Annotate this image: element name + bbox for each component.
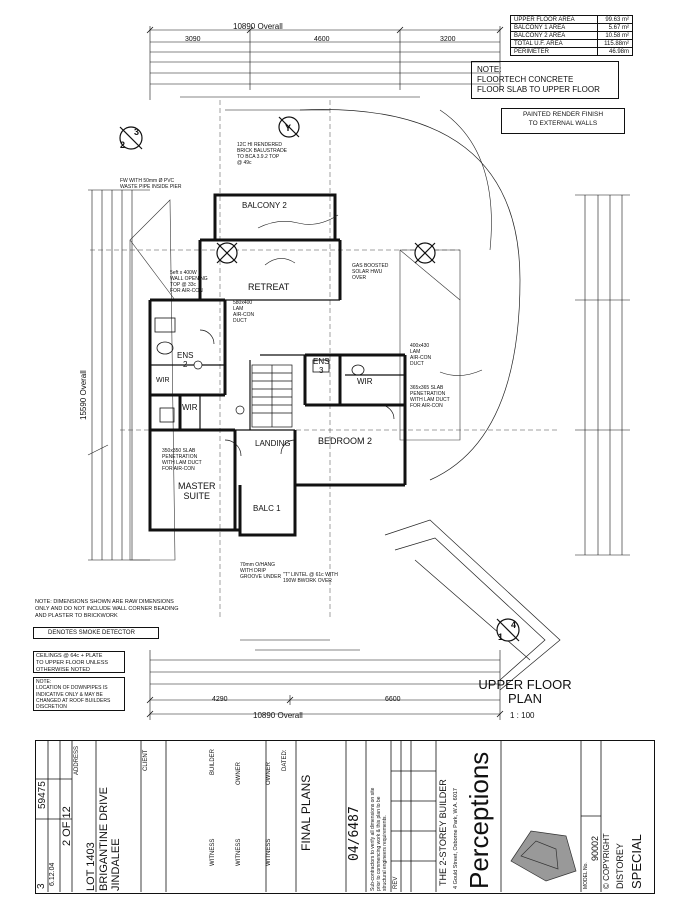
tb-client-label: CLIENT (143, 749, 149, 771)
tb-job-number: 04/6487 (347, 806, 362, 861)
room-ens-2: ENS 2 (177, 351, 194, 369)
smoke-detector-legend: DENOTES SMOKE DETECTOR (33, 627, 159, 639)
note-balustrade: 12C HI RENDERED BRICK BALUSTRADE TO BCA … (237, 142, 288, 166)
note-solar-hwu: GAS BOOSTED SOLAR HWU OVER (352, 263, 389, 281)
svg-text:1: 1 (498, 632, 503, 642)
room-bedroom-2: BEDROOM 2 (318, 436, 373, 446)
room-master-suite: MASTER SUITE (178, 481, 216, 501)
tb-address: LOT 1403 BRIGANTINE DRIVE JINDALEE (85, 787, 123, 891)
room-balc-1: BALC 1 (253, 504, 281, 513)
tb-address-company: 4 Gould Street, Osborne Park, W.A. 6017 (453, 788, 459, 889)
tb-storey: DISTOREY (615, 843, 625, 889)
tb-job: 59475 (37, 781, 48, 809)
note-overhang: 70mm O/HANG WITH DRIP GROOVE UNDER (240, 562, 282, 580)
ceilings-note: CEILINGS @ 64c + PLATE TO UPPER FLOOR UN… (33, 651, 125, 673)
tb-model-value: 90002 (590, 835, 600, 861)
tb-company: Perceptions (464, 751, 494, 889)
tb-rev: 3 (36, 883, 47, 889)
top-dim-middle: 4600 (314, 36, 330, 43)
tb-date: 6.12.04 (49, 862, 56, 886)
tb-witness-2: WITNESS (236, 838, 242, 866)
render-note: PAINTED RENDER FINISH TO EXTERNAL WALLS (501, 108, 625, 134)
area-value: 46.98m (597, 47, 633, 56)
note-slab-penetration-left: 350x350 SLAB PENETRATION WITH LAM DUCT F… (162, 448, 202, 472)
room-wir-2: WIR (182, 403, 198, 412)
svg-text:2: 2 (120, 140, 125, 150)
tb-witness-1: WITNESS (210, 838, 216, 866)
note-slab-penetration-right: 365x365 SLAB PENETRATION WITH LAM DUCT F… (410, 385, 450, 409)
overall-left-dimension: 15590 Overall (79, 370, 88, 420)
bottom-dim-right: 6600 (385, 696, 401, 703)
tb-special: SPECIAL (629, 834, 644, 889)
overall-bottom-dimension: 10890 Overall (253, 711, 303, 720)
room-ens-3: ENS 3 (313, 357, 330, 375)
tb-owner-2: OWNER (266, 762, 272, 785)
svg-text:3: 3 (134, 127, 139, 137)
title-block-grid (36, 741, 602, 892)
note-wall-opening-left: 5eft x 400W WALL OPENING TOP @ 33c FOR A… (170, 270, 208, 294)
tb-witness-3: WITNESS (266, 838, 272, 866)
note-aircon-duct-left: 580x400 LAM AIR-CON DUCT (233, 300, 255, 324)
tb-builder: BUILDER (210, 748, 216, 775)
downpipes-note: NOTE: LOCATION OF DOWNPIPES IS INDICATIV… (33, 677, 125, 711)
top-dim-right: 3200 (440, 36, 456, 43)
tb-sheet: 2 OF 12 (61, 806, 73, 846)
note-fw-waste: FW WITH 50mm Ø PVC WASTE PIPE INSIDE PIE… (120, 178, 182, 190)
room-wir-1: WIR (156, 377, 170, 384)
tb-dated: DATED: (282, 749, 288, 771)
tb-tagline: THE 2-STOREY BUILDER (438, 779, 448, 886)
tb-copyright: © COPYRIGHT (602, 833, 611, 889)
slab-note: NOTE: FLOORTECH CONCRETE FLOOR SLAB TO U… (471, 61, 619, 99)
title-block: 2 OF 12 59475 3 6.12.04 ADDRESS LOT 1403… (35, 740, 655, 894)
tb-contractor-note: Sub-contractors to verify all dimensions… (370, 787, 388, 891)
plan-title: UPPER FLOOR PLAN (478, 677, 572, 707)
room-retreat: RETREAT (248, 282, 290, 292)
tb-final-plans: FINAL PLANS (299, 774, 313, 851)
top-dim-left: 3090 (185, 36, 201, 43)
room-balcony-2: BALCONY 2 (242, 201, 287, 210)
dimensions-note: NOTE: DIMENSIONS SHOWN ARE RAW DIMENSION… (33, 598, 203, 621)
tb-rev-header: REV (393, 876, 399, 889)
overall-top-dimension: 10890 Overall (233, 22, 283, 31)
tb-owner-1: OWNER (236, 762, 242, 785)
tb-model-no: MODEL No. (583, 862, 589, 889)
room-wir-3: WIR (357, 377, 373, 386)
note-t-lintel: "T" LINTEL @ 61c WITH 190W BWORK OVER (283, 572, 338, 584)
note-aircon-duct-right: 400x430 LAM AIR-CON DUCT (410, 343, 432, 367)
tb-address-label: ADDRESS (74, 745, 80, 775)
svg-text:Y: Y (285, 123, 291, 133)
svg-text:4: 4 (511, 620, 516, 630)
bottom-dim-left: 4290 (212, 696, 228, 703)
room-landing: LANDING (255, 439, 291, 448)
plan-scale: 1 : 100 (510, 711, 535, 720)
